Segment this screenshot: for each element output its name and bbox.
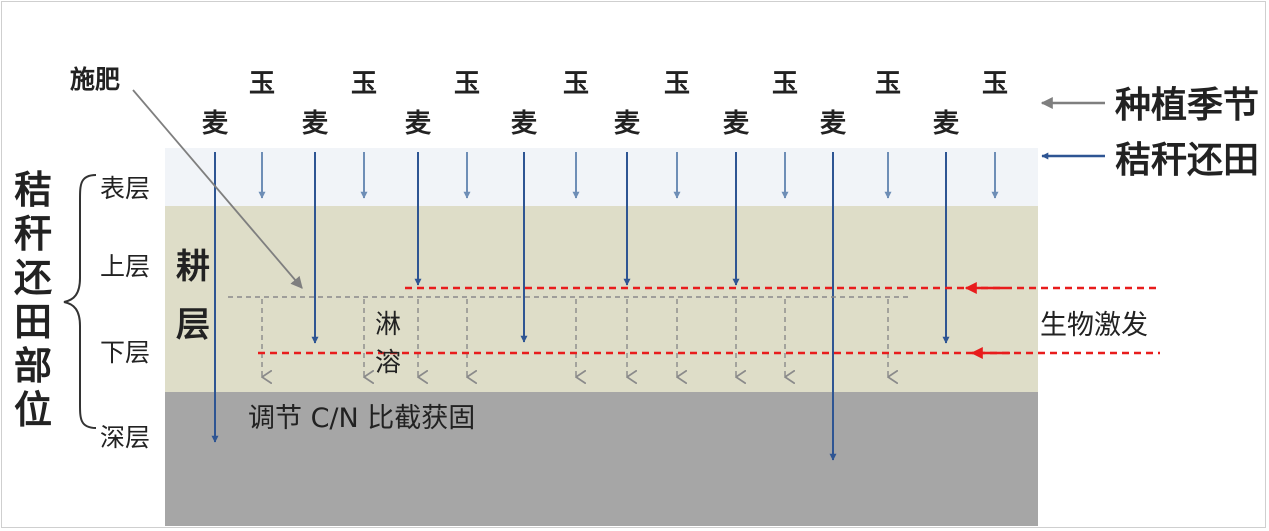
return-position-char-3: 还 <box>14 256 52 300</box>
wheat-label: 麦 <box>202 109 229 139</box>
corn-label: 玉 <box>875 69 901 99</box>
straw-return-arrows <box>211 152 999 461</box>
corn-label: 玉 <box>351 69 377 99</box>
wheat-label: 麦 <box>723 109 750 139</box>
plough-layer-char-1: 耕 <box>176 247 210 287</box>
wheat-label: 麦 <box>511 109 538 139</box>
deep-layer-band <box>165 392 1038 526</box>
fertilize-arrow <box>132 89 303 289</box>
wheat-label: 麦 <box>933 109 960 139</box>
layer-deep-label: 深层 <box>100 423 150 452</box>
wheat-label: 麦 <box>302 109 329 139</box>
leaching-char-2: 溶 <box>375 348 401 378</box>
wheat-label: 麦 <box>614 109 641 139</box>
return-position-char-5: 部 <box>14 344 52 388</box>
planting-season-label: 种植季节 <box>1115 85 1259 126</box>
bio-stimulation-label: 生物激发 <box>1040 310 1148 341</box>
wheat-label: 麦 <box>820 109 847 139</box>
wheat-label: 麦 <box>405 109 432 139</box>
return-position-char-1: 秸 <box>14 168 52 212</box>
layer-upper-label: 上层 <box>100 252 150 281</box>
corn-label: 玉 <box>664 69 690 99</box>
cn-regulation-label: 调节 C/N 比截获固 <box>248 403 475 434</box>
layer-surface-label: 表层 <box>100 174 150 203</box>
plough-layer-band <box>165 206 1038 392</box>
crop-labels: 玉玉玉玉玉玉玉玉麦麦麦麦麦麦麦麦 <box>202 69 1008 139</box>
leaching-arrows <box>262 299 888 377</box>
surface-band <box>165 148 1038 206</box>
corn-label: 玉 <box>982 69 1008 99</box>
plough-layer-char-2: 层 <box>176 305 210 345</box>
return-position-char-6: 位 <box>14 388 52 432</box>
straw-return-label: 秸秆还田 <box>1115 140 1259 181</box>
corn-label: 玉 <box>563 69 589 99</box>
return-position-char-2: 秆 <box>14 212 52 256</box>
corn-label: 玉 <box>772 69 798 99</box>
return-position-char-4: 田 <box>14 300 52 344</box>
fertilize-label: 施肥 <box>70 65 120 94</box>
corn-label: 玉 <box>249 69 275 99</box>
corn-label: 玉 <box>454 69 480 99</box>
leaching-char-1: 淋 <box>375 310 401 340</box>
position-brace <box>63 174 97 429</box>
layer-lower-label: 下层 <box>100 338 150 367</box>
